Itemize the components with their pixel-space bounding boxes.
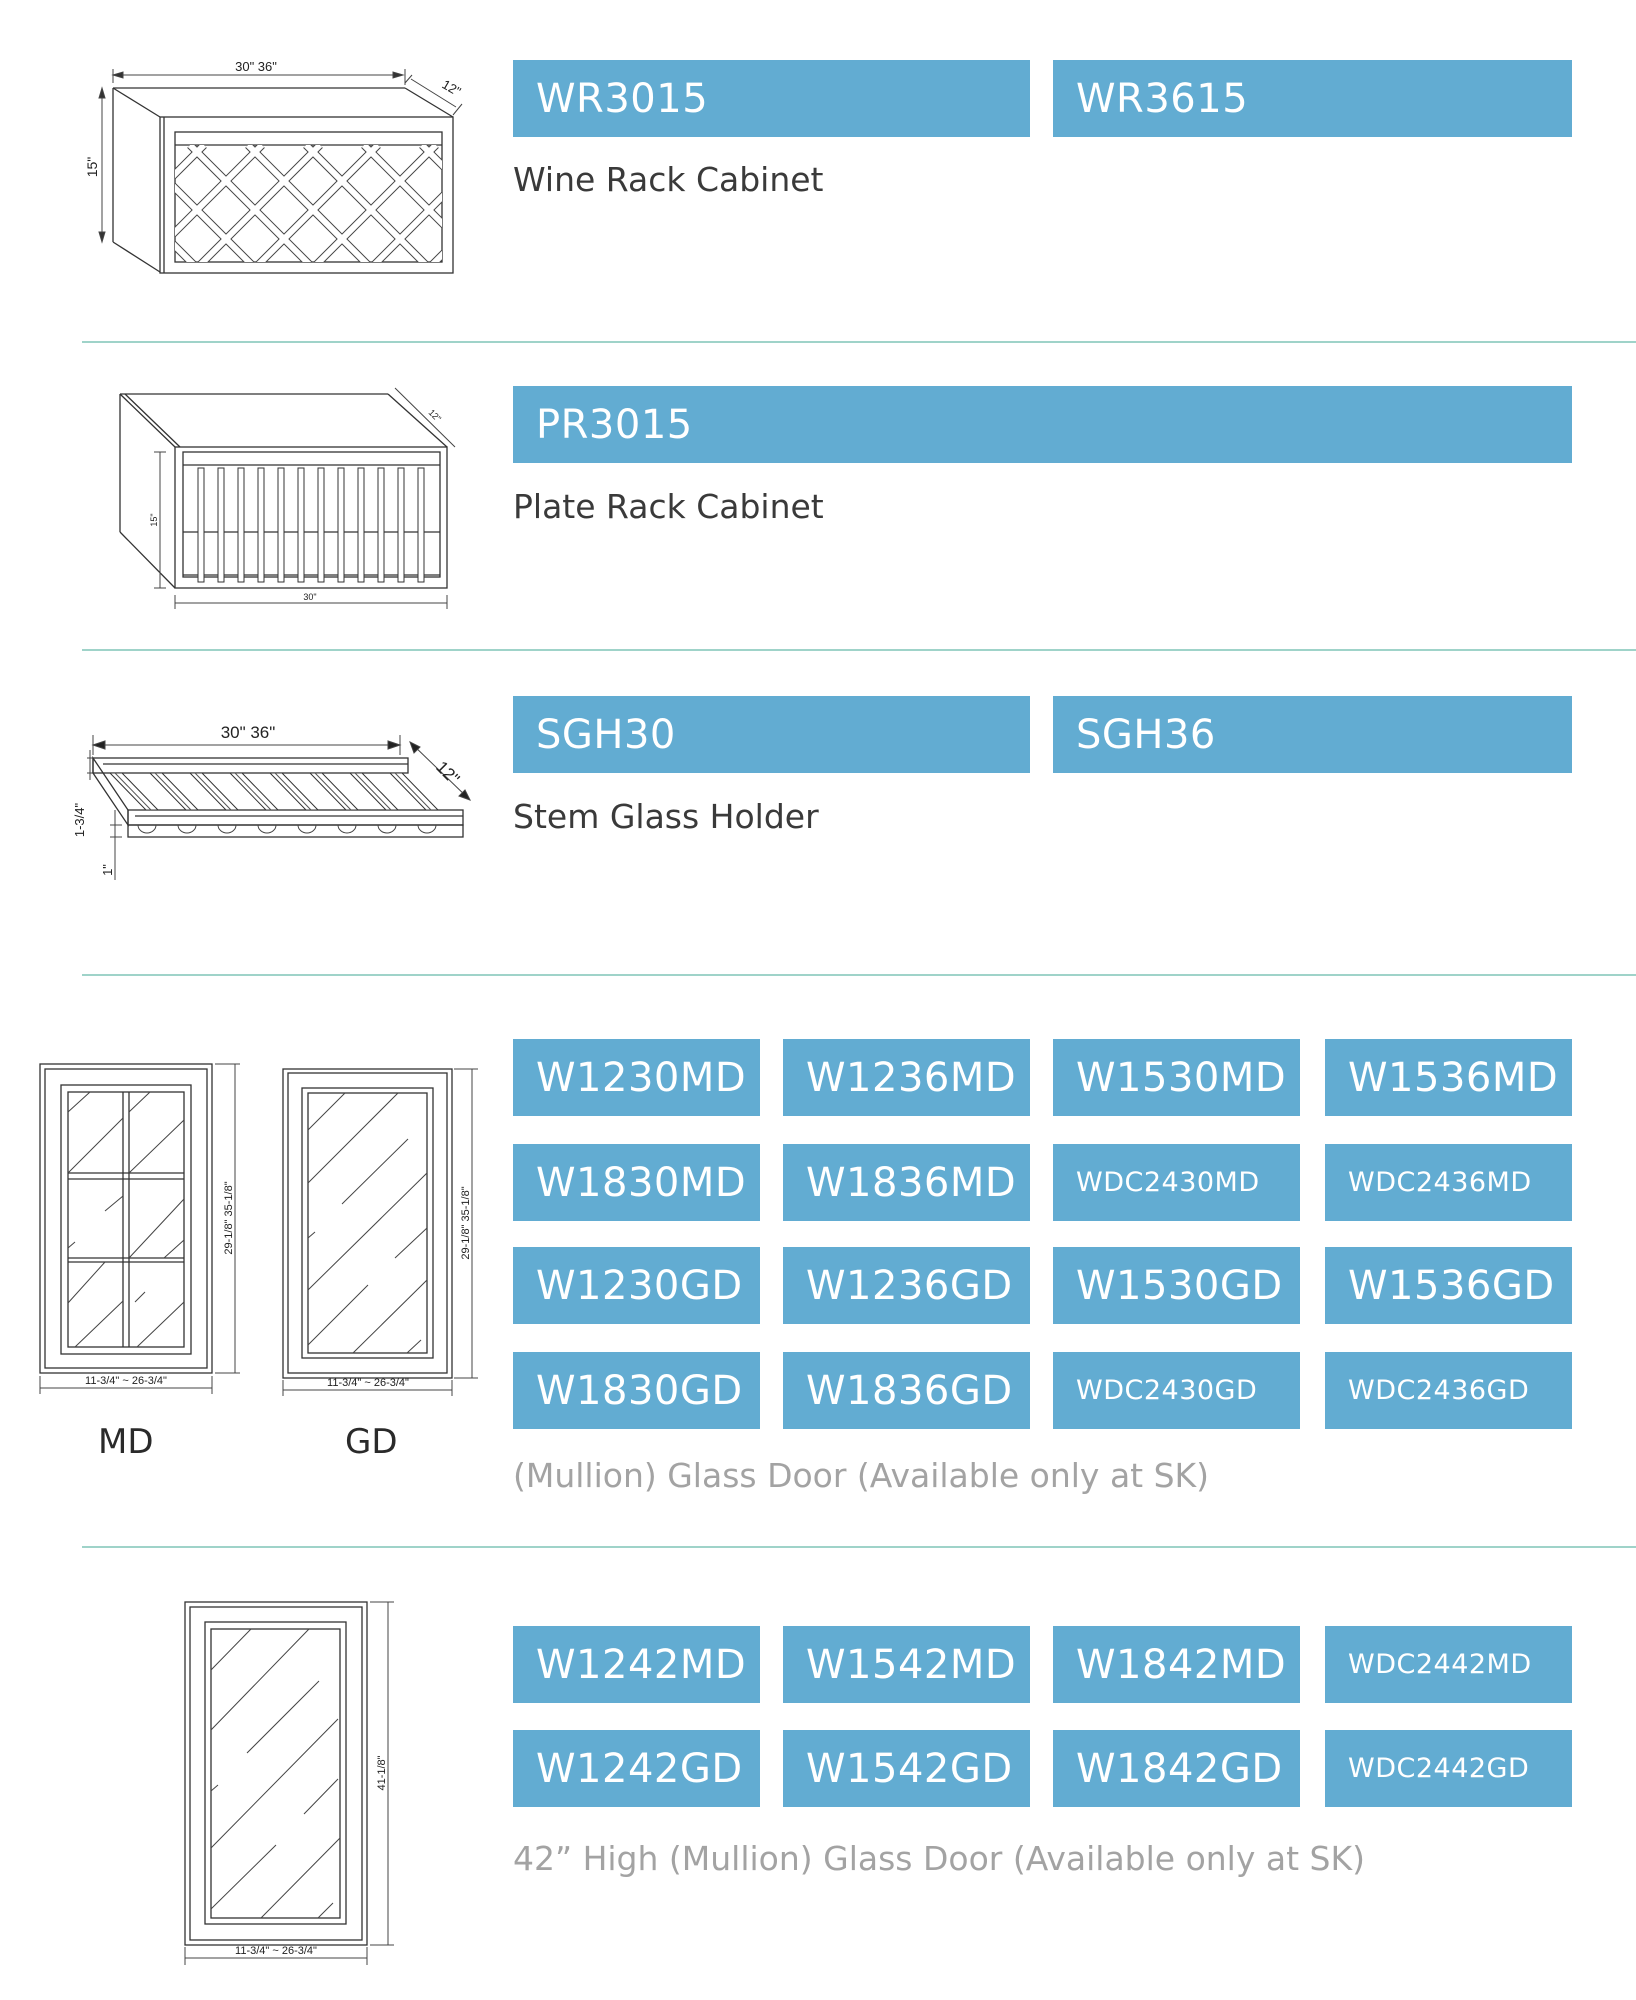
- section-divider: [82, 974, 1636, 976]
- plate-slat: [217, 467, 225, 583]
- height-dimension: 15": [84, 157, 100, 178]
- stem-glass-holder-drawing: 30" 36" 12" 1-3/4" 1": [72, 723, 472, 880]
- glass-holder-slat: [388, 772, 440, 811]
- plate-rack-caption: Plate Rack Cabinet: [513, 487, 824, 526]
- product-code-tile[interactable]: WR3615: [1053, 60, 1572, 137]
- width-dimension: 30" 36": [221, 723, 276, 742]
- wine-lattice: [175, 145, 442, 262]
- plate-slat: [197, 467, 205, 583]
- glass-cup: [257, 824, 277, 834]
- product-code-tile[interactable]: WDC2442MD: [1325, 1626, 1572, 1703]
- product-code-tile[interactable]: W1542MD: [783, 1626, 1030, 1703]
- product-code-tile[interactable]: WDC2442GD: [1325, 1730, 1572, 1807]
- glass-holder-slat: [108, 772, 160, 811]
- width-dimension: 11-3/4" ~ 26-3/4": [327, 1377, 409, 1389]
- depth-dimension: 12": [432, 757, 463, 788]
- height-dimension: 29-1/8" 35-1/8": [460, 1186, 472, 1259]
- product-code-tile[interactable]: W1836MD: [783, 1144, 1030, 1221]
- md-door-drawing: 11-3/4" ~ 26-3/4" 29-1/8" 35-1/8": [39, 1063, 240, 1394]
- product-code-tile[interactable]: W1842GD: [1053, 1730, 1300, 1807]
- tall-glass-door-drawing: 11-3/4" ~ 26-3/4" 41-1/8": [184, 1601, 394, 1965]
- product-code-tile[interactable]: SGH30: [513, 696, 1030, 773]
- plate-slat: [397, 467, 405, 583]
- plate-slat: [237, 467, 245, 583]
- product-code-tile[interactable]: WDC2436MD: [1325, 1144, 1572, 1221]
- height-dimension: 41-1/8": [376, 1755, 388, 1790]
- glass-holder-slat: [268, 772, 320, 811]
- product-code-tile[interactable]: W1830MD: [513, 1144, 760, 1221]
- plate-slat: [337, 467, 345, 583]
- product-code-tile[interactable]: W1836GD: [783, 1352, 1030, 1429]
- glass-cup: [377, 824, 397, 834]
- wine-rack-cabinet-drawing: 30" 36" 12" 15": [84, 59, 464, 274]
- product-code-tile[interactable]: W1536GD: [1325, 1247, 1572, 1324]
- glass-cup: [417, 824, 437, 834]
- section-divider: [82, 1546, 1636, 1548]
- plate-slat: [317, 467, 325, 583]
- glass-holder-slats: [108, 772, 440, 834]
- height-dimension: 29-1/8" 35-1/8": [223, 1181, 235, 1254]
- glass-cup: [177, 824, 197, 834]
- product-code-tile[interactable]: W1236GD: [783, 1247, 1030, 1324]
- plate-slat: [357, 467, 365, 583]
- plate-slat: [377, 467, 385, 583]
- product-code-tile[interactable]: W1830GD: [513, 1352, 760, 1429]
- product-code-tile[interactable]: W1242GD: [513, 1730, 760, 1807]
- plate-slats: [197, 467, 425, 583]
- width-dimension: 11-3/4" ~ 26-3/4": [85, 1375, 167, 1387]
- glass-cup: [137, 824, 157, 834]
- glass-door-caption: (Mullion) Glass Door (Available only at …: [513, 1456, 1210, 1495]
- glass-cup: [337, 824, 357, 834]
- plate-slat: [297, 467, 305, 583]
- glass-holder-slat: [308, 772, 360, 811]
- product-code-tile[interactable]: PR3015: [513, 386, 1572, 463]
- plate-rack-cabinet-drawing: 30" 12" 15": [119, 387, 456, 609]
- glass-cup: [217, 824, 237, 834]
- product-code-tile[interactable]: WDC2436GD: [1325, 1352, 1572, 1429]
- product-code-tile[interactable]: WDC2430GD: [1053, 1352, 1300, 1429]
- product-code-tile[interactable]: W1542GD: [783, 1730, 1030, 1807]
- gd-door-drawing: 11-3/4" ~ 26-3/4" 29-1/8" 35-1/8": [282, 1068, 478, 1396]
- width-dimension: 30" 36": [235, 59, 277, 74]
- section-divider: [82, 341, 1636, 343]
- product-code-tile[interactable]: W1230GD: [513, 1247, 760, 1324]
- height-dimension: 15": [149, 513, 159, 526]
- product-code-tile[interactable]: W1242MD: [513, 1626, 760, 1703]
- glass-holder-slat: [228, 772, 280, 811]
- plate-slat: [257, 467, 265, 583]
- width-dimension: 11-3/4" ~ 26-3/4": [235, 1945, 317, 1957]
- product-code-tile[interactable]: W1236MD: [783, 1039, 1030, 1116]
- glass-holder-slat: [188, 772, 240, 811]
- plate-slat: [417, 467, 425, 583]
- md-label: MD: [98, 1422, 154, 1462]
- stem-glass-holder-caption: Stem Glass Holder: [513, 797, 819, 836]
- gd-label: GD: [345, 1422, 398, 1462]
- product-code-tile[interactable]: W1230MD: [513, 1039, 760, 1116]
- glass-door-42-caption: 42” High (Mullion) Glass Door (Available…: [513, 1839, 1365, 1878]
- glass-holder-slat: [348, 772, 400, 811]
- clearance-dimension: 1": [100, 864, 115, 876]
- width-dimension: 30": [303, 592, 316, 602]
- plate-slat: [277, 467, 285, 583]
- product-code-tile[interactable]: WDC2430MD: [1053, 1144, 1300, 1221]
- glass-cup: [297, 824, 317, 834]
- section-divider: [82, 649, 1636, 651]
- product-code-tile[interactable]: WR3015: [513, 60, 1030, 137]
- wine-rack-caption: Wine Rack Cabinet: [513, 160, 824, 199]
- product-code-tile[interactable]: W1842MD: [1053, 1626, 1300, 1703]
- product-code-tile[interactable]: SGH36: [1053, 696, 1572, 773]
- height-dimension: 1-3/4": [72, 802, 87, 837]
- depth-dimension: 12": [440, 77, 464, 100]
- glass-holder-slat: [148, 772, 200, 811]
- product-code-tile[interactable]: W1536MD: [1325, 1039, 1572, 1116]
- product-code-tile[interactable]: W1530GD: [1053, 1247, 1300, 1324]
- product-code-tile[interactable]: W1530MD: [1053, 1039, 1300, 1116]
